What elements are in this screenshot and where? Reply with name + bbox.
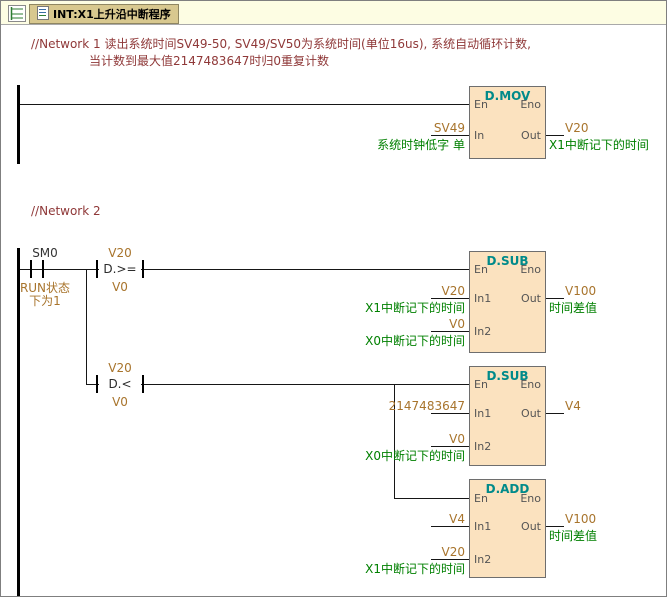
function-block-dsub2[interactable]: D.SUB En Eno In1 Out In2: [469, 366, 546, 466]
pin-eno: Eno: [520, 378, 541, 391]
mov-out-desc: X1中断记下的时间: [549, 138, 649, 152]
cmp-lt-bottom-operand: V0: [112, 395, 128, 409]
sub1-in1-operand[interactable]: V20: [441, 284, 465, 298]
add-in2-desc: X1中断记下的时间: [365, 562, 465, 576]
wire-n1-in: [431, 135, 469, 136]
pin-in1: In1: [474, 520, 492, 533]
wire-n2-rung2: [86, 384, 469, 385]
wire-sub2-out: [546, 413, 564, 414]
tab-bar: INT:X1上升沿中断程序: [1, 1, 666, 25]
sub1-out-desc: 时间差值: [549, 301, 598, 315]
power-rail-network1: [17, 85, 20, 164]
mov-out-operand[interactable]: V20: [565, 121, 589, 135]
contact-sm0-desc1: RUN状态: [19, 281, 71, 295]
network2-comment[interactable]: //Network 2: [31, 204, 101, 218]
wire-add-in2: [431, 559, 469, 560]
cmp-ge-operator: D.>=: [99, 262, 141, 276]
contact-bar-left: [30, 260, 32, 278]
block-title-dsub2: D.SUB: [486, 369, 529, 383]
program-ladder-icon: [8, 5, 26, 26]
block-title-dadd: D.ADD: [485, 482, 530, 496]
contact-bar-left: [96, 375, 98, 393]
network1-comment-line2[interactable]: 当计数到最大值2147483647时归0重复计数: [89, 54, 329, 68]
pin-in2: In2: [474, 440, 492, 453]
contact-bar-right: [42, 260, 44, 278]
function-block-dmov[interactable]: D.MOV En Eno In Out: [469, 86, 546, 159]
contact-bar-right: [142, 260, 144, 278]
contact-sm0[interactable]: SM0 RUN状态 下为1: [15, 246, 75, 308]
sub1-in1-desc: X1中断记下的时间: [365, 301, 465, 315]
sub1-in2-operand[interactable]: V0: [449, 317, 465, 331]
function-block-dadd[interactable]: D.ADD En Eno In1 Out In2: [469, 479, 546, 578]
wire-sub1-in2: [431, 331, 469, 332]
sub2-in2-desc: X0中断记下的时间: [365, 449, 465, 463]
contact-compare-lt[interactable]: V20 D.< V0: [94, 361, 146, 409]
sub1-in2-desc: X0中断记下的时间: [365, 334, 465, 348]
wire-n1-en: [20, 104, 469, 105]
tab-document-icon: [37, 5, 49, 24]
sub1-out-operand[interactable]: V100: [565, 284, 597, 298]
pin-eno: Eno: [520, 492, 541, 505]
wire-n2-rung1: [20, 269, 469, 270]
pin-en: En: [474, 492, 488, 505]
add-out-desc: 时间差值: [549, 529, 598, 543]
cmp-lt-top-operand: V20: [108, 361, 132, 375]
sub2-in1-operand[interactable]: 2147483647: [388, 399, 465, 413]
pin-in1: In1: [474, 407, 492, 420]
contact-sm0-desc2: 下为1: [29, 294, 61, 308]
function-block-dsub1[interactable]: D.SUB En Eno In1 Out In2: [469, 251, 546, 353]
pin-in2: In2: [474, 553, 492, 566]
wire-n1-out: [546, 135, 564, 136]
pin-eno: Eno: [520, 263, 541, 276]
pin-en: En: [474, 263, 488, 276]
wire-branch-vertical: [86, 269, 87, 385]
wire-add-in1: [431, 526, 469, 527]
block-title-dmov: D.MOV: [484, 89, 531, 103]
mov-in-desc: 系统时钟低字 单: [377, 138, 465, 152]
pin-eno: Eno: [520, 98, 541, 111]
network1-comment-line1[interactable]: //Network 1 读出系统时间SV49-50, SV49/SV50为系统时…: [31, 37, 531, 51]
pin-out: Out: [521, 129, 541, 142]
tab-int-x1[interactable]: INT:X1上升沿中断程序: [29, 4, 179, 24]
wire-add-out: [546, 526, 564, 527]
cmp-lt-operator: D.<: [99, 377, 141, 391]
sub2-out-operand[interactable]: V4: [565, 399, 581, 413]
wire-sub1-in1: [431, 298, 469, 299]
pin-en: En: [474, 98, 488, 111]
wire-sub1-out: [546, 298, 564, 299]
pin-in: In: [474, 129, 485, 142]
cmp-ge-top-operand: V20: [108, 246, 132, 260]
tab-title: INT:X1上升沿中断程序: [53, 8, 171, 21]
cmp-ge-bottom-operand: V0: [112, 280, 128, 294]
contact-bar-right: [142, 375, 144, 393]
add-in2-operand[interactable]: V20: [441, 545, 465, 559]
contact-sm0-label: SM0: [32, 246, 58, 260]
pin-out: Out: [521, 292, 541, 305]
block-title-dsub1: D.SUB: [486, 254, 529, 268]
pin-in1: In1: [474, 292, 492, 305]
add-in1-operand[interactable]: V4: [449, 512, 465, 526]
pin-in2: In2: [474, 325, 492, 338]
power-rail-network2: [17, 248, 20, 596]
mov-in-operand[interactable]: SV49: [433, 121, 465, 135]
pin-out: Out: [521, 407, 541, 420]
sub2-in2-operand[interactable]: V0: [449, 432, 465, 446]
pin-en: En: [474, 378, 488, 391]
add-out-operand[interactable]: V100: [565, 512, 597, 526]
wire-add-branch-vertical: [394, 384, 395, 499]
wire-sub2-in2: [431, 446, 469, 447]
pin-out: Out: [521, 520, 541, 533]
wire-add-en: [394, 498, 469, 499]
contact-bar-left: [96, 260, 98, 278]
contact-compare-ge[interactable]: V20 D.>= V0: [94, 246, 146, 294]
wire-sub2-in1: [431, 413, 469, 414]
